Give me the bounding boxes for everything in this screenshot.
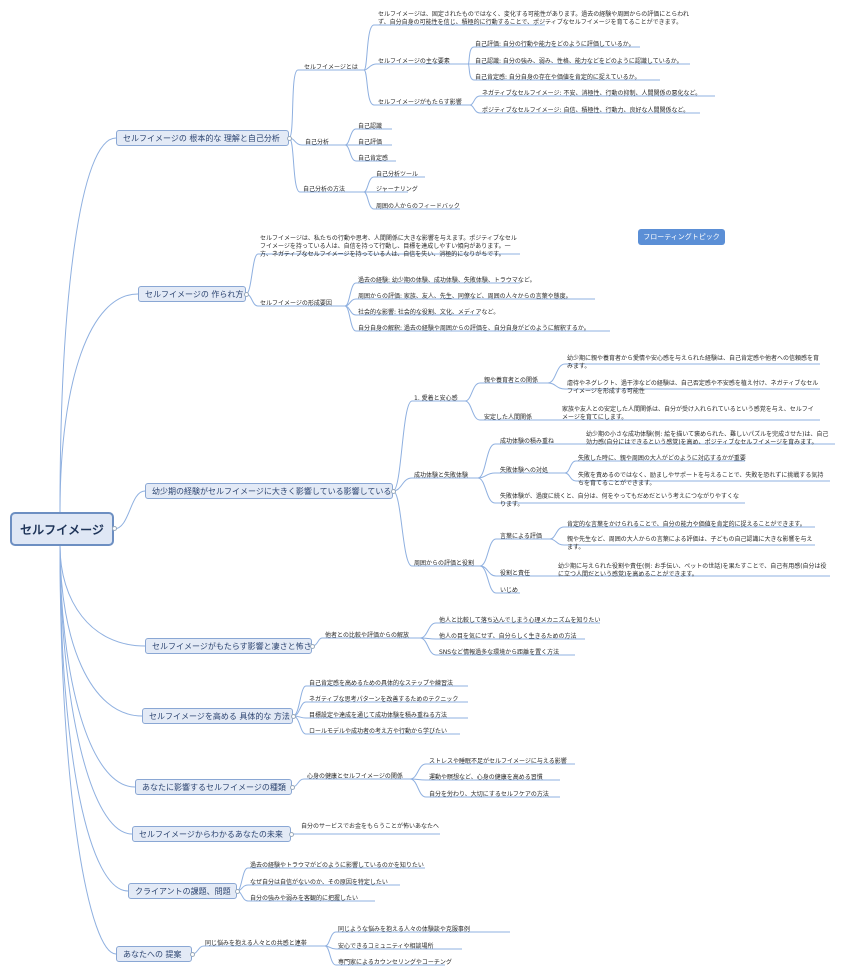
topic-self-image-description[interactable]: セルフイメージは、固定されたものではなく、変化する可能性があります。過去の経験や… [378, 11, 689, 26]
collapse-toggle-b6[interactable] [290, 785, 295, 790]
topic-exercise-meditation[interactable]: 運動や瞑想など、心身の健康を高める習慣 [429, 774, 543, 781]
topic-self-image-effects[interactable]: セルフイメージがもたらす影響 [378, 99, 462, 106]
topic-success-accumulation[interactable]: 成功体験の積み重ね [500, 438, 555, 445]
topic-element-self-evaluation[interactable]: 自己評価: 自分の行動や能力をどのように評価しているか。 [475, 41, 635, 48]
topic-journaling[interactable]: ジャーナリング [376, 186, 418, 193]
branch-raise-self-image[interactable]: セルフイメージを高める 具体的な 方法 [142, 708, 293, 724]
topic-stable-relationship[interactable]: 安定した人間関係 [484, 414, 533, 421]
topic-experiences[interactable]: 同じような悩みを抱える人々の体験談や克服事例 [338, 926, 470, 933]
topic-formation-factors[interactable]: セルフイメージの形成要因 [260, 300, 332, 307]
topic-factor-past-experience[interactable]: 過去の経験: 幼少期の体験、成功体験、失敗体験、トラウマなど。 [358, 277, 536, 284]
topic-parent-abuse[interactable]: 虐待やネグレクト、過干渉などの経験は、自己否定感や不安感を植え付け、ネガティブな… [567, 380, 819, 395]
topic-factor-others-evaluation[interactable]: 周囲からの評価: 家族、友人、先生、同僚など、周囲の人々からの言葉や態度。 [358, 293, 572, 300]
topic-parent-love[interactable]: 幼少期に親や養育者から愛情や安心感を与えられた経験は、自己肯定感や他者への信頼感… [567, 355, 820, 370]
floating-topic[interactable]: フローティングトピック [638, 229, 725, 245]
branch-client-issues[interactable]: クライアントの課題、問題 [128, 883, 237, 899]
branch-self-image-understanding[interactable]: セルフイメージの 根本的な 理解と自己分析 [116, 130, 289, 146]
topic-role-responsibility[interactable]: 役割と責任 [500, 570, 531, 577]
topic-parent-relationship[interactable]: 親や養育者との関係 [484, 377, 538, 384]
topic-failure-note[interactable]: 失敗体験が、過度に続くと、自分は、何をやってもだめだという考えにつながりやすくな… [500, 493, 740, 508]
topic-attachment[interactable]: 1. 愛着と安心感 [414, 395, 458, 402]
topic-release-comparison[interactable]: 他者との比較や評価からの解放 [325, 632, 409, 639]
topic-self-care[interactable]: 自分を労わり、大切にするセルフケアの方法 [429, 791, 549, 798]
collapse-toggle-b4[interactable] [310, 644, 315, 649]
topic-formation-description[interactable]: セルフイメージは、私たちの行動や思考、人間関係に大きな影響を与えます。ポジティブ… [260, 235, 517, 258]
collapse-toggle-b3[interactable] [391, 489, 396, 494]
topic-bullying[interactable]: いじめ [500, 587, 519, 594]
branch-proposal[interactable]: あなたへの 提案 [116, 946, 192, 962]
topic-failure-support[interactable]: 失敗を責めるのではなく、励ましやサポートを与えることで、失敗を恐れずに挑戦する気… [578, 472, 824, 487]
topic-community[interactable]: 安心できるコミュニティや相談場所 [338, 943, 434, 950]
root-topic[interactable]: セルフイメージ [10, 512, 114, 546]
topic-success-failure[interactable]: 成功体験と失敗体験 [414, 472, 469, 479]
topic-self-awareness[interactable]: 自己認識 [358, 123, 383, 130]
topic-comparison-mechanism[interactable]: 他人と比較して落ち込んでしまう心理メカニズムを知りたい [439, 617, 601, 624]
topic-verbal-positive[interactable]: 肯定的な言葉をかけられることで、自分の能力や価値を肯定的に捉えることができます。 [567, 521, 806, 528]
topic-element-self-awareness[interactable]: 自己認識: 自分の強み、弱み、性格、能力などをどのように認識しているか。 [475, 58, 683, 65]
topic-fear-of-charging[interactable]: 自分のサービスでお金をもらうことが怖いあなたへ [301, 823, 440, 830]
topic-verbal-adults[interactable]: 親や先生など、周囲の大人からの言葉による評価は、子どもの自己認識に大きな影響を与… [567, 536, 813, 551]
topic-factor-social[interactable]: 社会的な影響: 社会的な役割、文化、メディアなど。 [358, 309, 500, 316]
collapse-toggle-b9[interactable] [190, 952, 195, 957]
topic-effect-positive[interactable]: ポジティブなセルフイメージ: 自信、積極性、行動力、良好な人間関係など。 [482, 107, 690, 114]
topic-role-models[interactable]: ロールモデルや成功者の考え方や行動から学びたい [309, 728, 448, 735]
branch-future[interactable]: セルフイメージからわかるあなたの未来 [132, 826, 291, 842]
topic-stress-sleep[interactable]: ストレスや睡眠不足がセルフイメージに与える影響 [429, 758, 567, 765]
topic-evaluation-role[interactable]: 周囲からの評価と役割 [414, 560, 475, 567]
topic-failure-response[interactable]: 失敗した時に、親や周囲の大人がどのように対応するかが重要 [578, 455, 746, 462]
topic-self-analysis[interactable]: 自己分析 [305, 139, 330, 146]
collapse-toggle-b1[interactable] [287, 136, 292, 141]
collapse-toggle-b2[interactable] [244, 292, 249, 297]
collapse-toggle-b5[interactable] [291, 714, 296, 719]
topic-counseling[interactable]: 専門家によるカウンセリングやコーチング [338, 959, 452, 966]
topic-feedback[interactable]: 周囲の人からのフィードバック [376, 203, 460, 210]
topic-what-is-self-image[interactable]: セルフイメージとは [304, 64, 358, 71]
branch-self-image-impact[interactable]: セルフイメージがもたらす影響と凄さと怖さ [145, 638, 312, 654]
topic-empathy-solidarity[interactable]: 同じ悩みを抱える人々との共感と連帯 [205, 940, 307, 947]
collapse-toggle-root[interactable] [112, 526, 117, 531]
topic-success-detail[interactable]: 幼少期の小さな成功体験(例: 絵を描いて褒められた、難しいパズルを完成させた)は… [586, 431, 829, 446]
topic-role-detail[interactable]: 幼少期に与えられた役割や責任(例: お手伝い、ペットの世話)を果たすことで、自己… [558, 563, 827, 578]
topic-self-affirmation[interactable]: 自己肯定感 [358, 155, 389, 162]
topic-sns-distance[interactable]: SNSなど情報過多な環境から距離を置く方法 [439, 649, 560, 656]
collapse-toggle-b7[interactable] [289, 832, 294, 837]
topic-failure-handling[interactable]: 失敗体験への対処 [500, 467, 549, 474]
branch-self-image-types[interactable]: あなたに影響するセルフイメージの種類 [135, 779, 292, 795]
topic-verbal-evaluation[interactable]: 言葉による評価 [500, 533, 542, 540]
topic-lack-confidence[interactable]: なぜ自分は自信がないのか、その原因を特定したい [250, 879, 388, 886]
topic-goal-setting[interactable]: 目標設定や達成を通じて成功体験を積み重ねる方法 [309, 712, 448, 719]
topic-analysis-tool[interactable]: 自己分析ツール [376, 171, 419, 178]
topic-self-image-elements[interactable]: セルフイメージの主な要素 [378, 58, 450, 65]
collapse-toggle-b8[interactable] [235, 889, 240, 894]
topic-trauma-influence[interactable]: 過去の経験やトラウマがどのように影響しているのかを知りたい [250, 862, 424, 869]
topic-strengths-weaknesses[interactable]: 自分の強みや弱みを客観的に把握したい [250, 895, 359, 902]
topic-negative-thought-techniques[interactable]: ネガティブな思考パターンを改善するためのテクニック [309, 696, 459, 703]
branch-how-self-image-formed[interactable]: セルフイメージの 作られ方 [138, 286, 246, 302]
topic-affirmation-steps[interactable]: 自己肯定感を高めるための具体的なステップや練習法 [309, 680, 454, 687]
topic-effect-negative[interactable]: ネガティブなセルフイメージ: 不安、消極性、行動の抑制、人間関係の悪化など。 [482, 90, 702, 97]
topic-health-relation[interactable]: 心身の健康とセルフイメージの関係 [307, 773, 403, 780]
branch-childhood-experience[interactable]: 幼少期の経験がセルフイメージに大きく影響している影響している [145, 483, 393, 499]
topic-factor-interpretation[interactable]: 自分自身の解釈: 過去の経験や周囲からの評価を、自分自身がどのように解釈するか。 [358, 325, 590, 332]
topic-element-self-affirmation[interactable]: 自己肯定感: 自分自身の存在や価値を肯定的に捉えているか。 [475, 74, 641, 81]
topic-stable-relationship-detail[interactable]: 家族や友人との安定した人間関係は、自分が受け入れられているという感覚を与え、セル… [562, 406, 814, 421]
topic-self-analysis-methods[interactable]: 自己分析の方法 [303, 186, 346, 193]
topic-live-authentically[interactable]: 他人の目を気にせず、自分らしく生きるための方法 [439, 633, 577, 640]
topic-self-evaluation[interactable]: 自己評価 [358, 139, 383, 146]
